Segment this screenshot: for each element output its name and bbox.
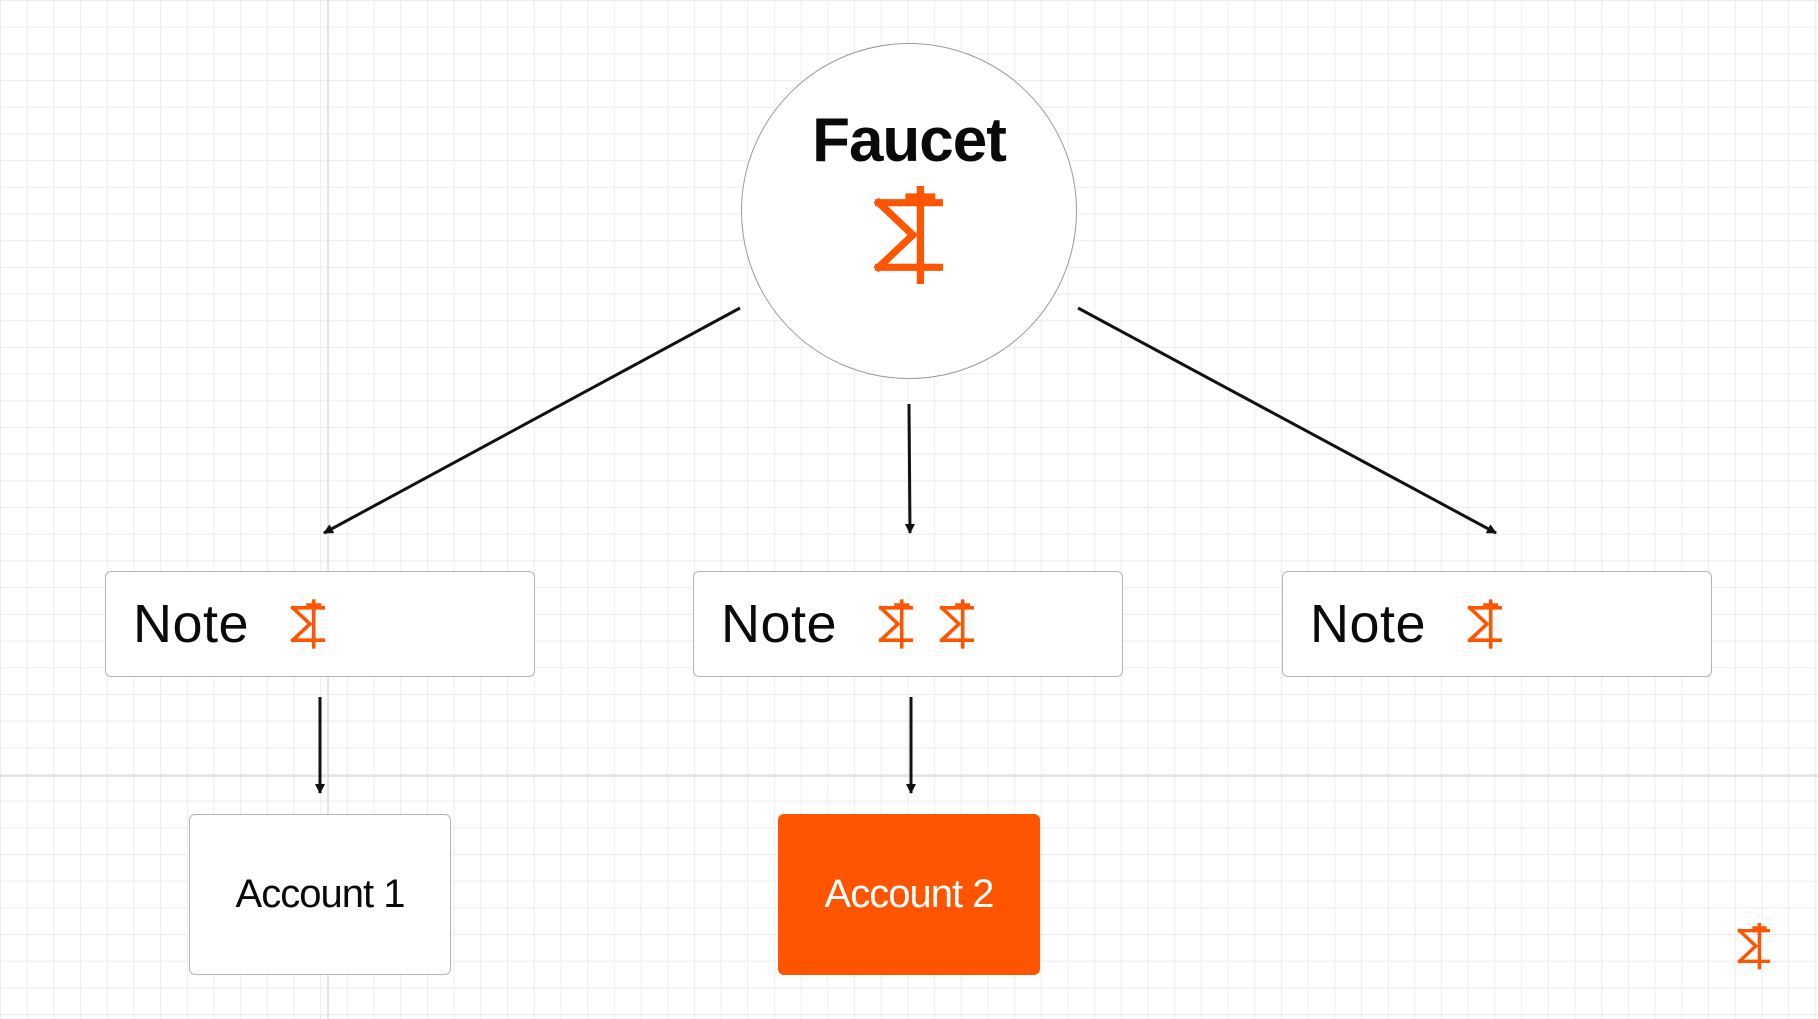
token-icon [290, 599, 326, 649]
miden-logo-icon [873, 185, 944, 284]
miden-logo-icon [1737, 922, 1771, 970]
edge-faucet-note-1 [323, 306, 741, 535]
account-node-2: Account 2 [778, 814, 1040, 975]
account-node-1: Account 1 [189, 814, 451, 975]
faucet-node: Faucet [741, 43, 1077, 379]
edge-faucet-note-3 [1077, 306, 1497, 535]
token-icon [939, 599, 975, 649]
note-node-3: Note [1282, 571, 1712, 677]
note-label: Note [721, 594, 838, 654]
faucet-label: Faucet [812, 105, 1007, 175]
token-icon [1467, 599, 1503, 649]
note-node-1: Note [105, 571, 535, 677]
account-label: Account 1 [235, 872, 406, 916]
account-label: Account 2 [824, 872, 995, 916]
note-node-2: Note [693, 571, 1123, 677]
edge-faucet-note-2 [904, 403, 915, 534]
note-label: Note [1310, 594, 1427, 654]
note-label: Note [133, 594, 250, 654]
token-icon [878, 599, 914, 649]
